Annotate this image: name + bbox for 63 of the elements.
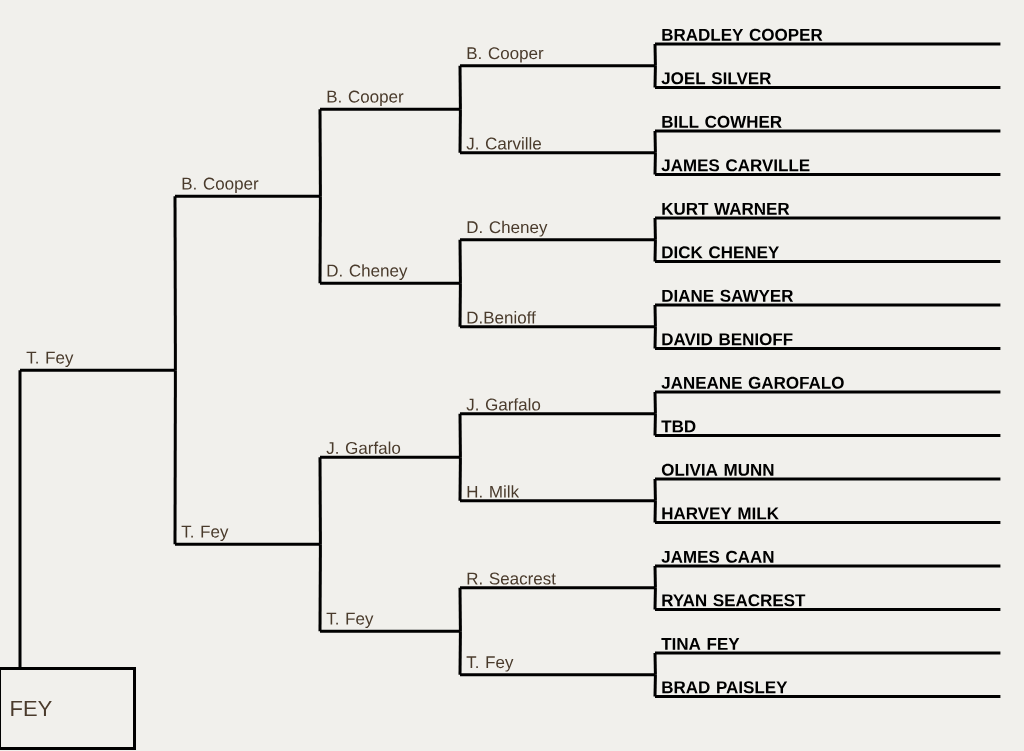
entrant-name: DAVID BENIOFF [655,333,1001,350]
winner-name: H. Milk [460,485,656,503]
entrant-name: DIANE SAWYER [655,289,1001,307]
bracket-line [653,674,657,697]
bracket-line [318,457,322,545]
bracket-line [318,109,322,197]
bracket-line [653,391,657,414]
winner-name: R. Seacrest [460,572,656,590]
bracket-line [653,239,657,262]
winner-name: D. Cheney [460,220,656,242]
entrant-name: TINA FEY [655,638,1001,655]
bracket-line [18,370,22,667]
bracket-line [653,565,657,588]
entrant-name: KURT WARNER [655,202,1001,220]
bracket-line [458,283,462,327]
entrant-name: BILL COWHER [655,115,1001,133]
winner-name: J. Garfalo [460,398,656,416]
bracket-line [653,478,657,501]
bracket-line [653,217,657,240]
bracket-line [653,152,657,175]
winner-name: J. Garfalo [320,441,461,459]
bracket-line [173,196,177,371]
winner-name: T. Fey [460,656,656,677]
bracket-line [653,130,657,153]
entrant-name: OLIVIA MUNN [655,463,1001,481]
bracket-line [653,326,657,349]
entrant-name: JAMES CARVILLE [655,159,1001,176]
bracket-line [653,652,657,675]
entrant-name: BRAD PAISLEY [655,681,1001,698]
winner-name: D. Cheney [320,264,461,285]
winner-name: T. Fey [175,525,321,546]
entrant-name: HARVEY MILK [655,507,1001,524]
bracket-line [458,413,462,458]
entrant-name: DICK CHENEY [655,246,1001,263]
bracket-line [458,631,462,675]
bracket-line [653,413,657,436]
bracket-line [173,370,177,545]
bracket-line [653,65,657,88]
bracket-line [458,109,462,153]
champion-box: FEY [0,667,136,750]
entrant-name: BRADLEY COOPER [655,28,1001,46]
bracket-line [458,457,462,501]
bracket-line [653,587,657,610]
bracket-line [458,239,462,284]
bracket-line [653,43,657,66]
winner-name: B. Cooper [175,177,321,198]
entrant-name: RYAN SEACREST [655,594,1001,611]
bracket-line [458,65,462,110]
winner-name: D.Benioff [460,311,656,329]
entrant-name: TBD [655,420,1001,437]
bracket-line [653,304,657,327]
entrant-name: JANEANE GAROFALO [655,376,1001,394]
bracket-line [653,500,657,523]
winner-name: J. Carville [460,137,656,155]
bracket-line [318,196,322,284]
winner-name: T. Fey [20,351,176,372]
winner-name: B. Cooper [460,47,656,68]
winner-name: B. Cooper [320,90,461,111]
entrant-name: JAMES CAAN [655,550,1001,568]
bracket-line [318,544,322,632]
winner-name: T. Fey [320,612,461,633]
entrant-name: JOEL SILVER [655,72,1001,89]
bracket-line [458,587,462,632]
